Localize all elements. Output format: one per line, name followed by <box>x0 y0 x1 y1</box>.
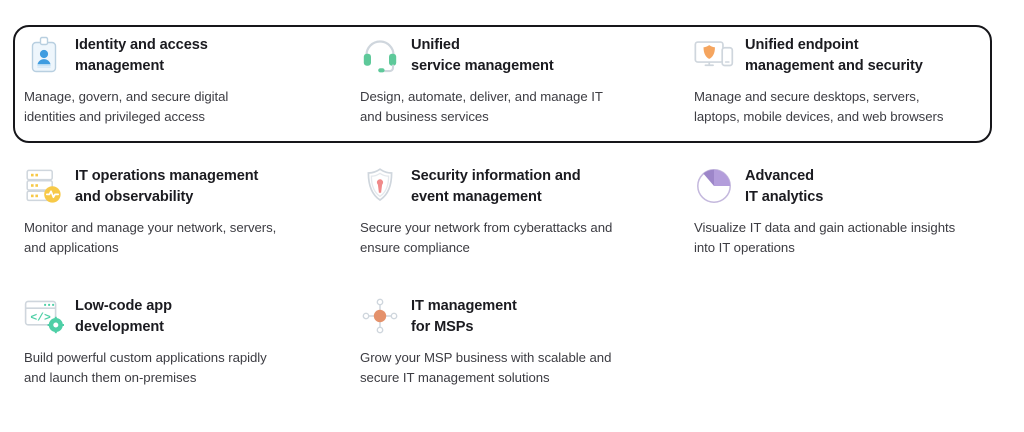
card-unified-endpoint-management-and-security[interactable]: Unified endpoint management and security… <box>682 34 1012 126</box>
svg-text:</>: </> <box>30 313 51 325</box>
card-description: Manage, govern, and secure digital ident… <box>24 89 229 124</box>
card-it-management-for-msps[interactable]: IT management for MSPs Grow your MSP bus… <box>348 295 682 387</box>
network-node-icon <box>360 296 400 336</box>
card-header: Security information and event managemen… <box>360 165 668 207</box>
card-title: Unified service management <box>411 37 554 74</box>
solutions-row-1: Identity and access management Manage, g… <box>0 34 1024 126</box>
card-header: Unified endpoint management and security <box>694 34 998 76</box>
card-security-information-and-event-management[interactable]: Security information and event managemen… <box>348 165 682 257</box>
card-title: Low-code app development <box>75 298 172 335</box>
pie-chart-icon <box>694 166 734 206</box>
card-header: IT operations management and observabili… <box>24 165 334 207</box>
card-title: IT operations management and observabili… <box>75 168 259 205</box>
shield-lock-icon <box>360 166 400 206</box>
card-low-code-app-development[interactable]: </> Low-code app development Build power… <box>12 295 348 387</box>
card-description: Grow your MSP business with scalable and… <box>360 350 612 385</box>
solutions-row-3: </> Low-code app development Build power… <box>0 295 1024 387</box>
card-advanced-it-analytics[interactable]: Advanced IT analytics Visualize IT data … <box>682 165 1012 257</box>
card-description: Secure your network from cyberattacks an… <box>360 220 613 255</box>
id-badge-icon <box>24 35 64 75</box>
headset-icon <box>360 35 400 75</box>
card-description: Monitor and manage your network, servers… <box>24 220 277 255</box>
monitor-shield-icon <box>694 35 734 75</box>
card-header: Identity and access management <box>24 34 334 76</box>
card-title: IT management for MSPs <box>411 298 517 335</box>
card-empty-slot <box>682 295 1012 387</box>
card-description: Visualize IT data and gain actionable in… <box>694 220 956 255</box>
solutions-row-2: IT operations management and observabili… <box>0 165 1024 257</box>
card-identity-and-access-management[interactable]: Identity and access management Manage, g… <box>12 34 348 126</box>
card-description: Build powerful custom applications rapid… <box>24 350 267 385</box>
card-description: Manage and secure desktops, servers, lap… <box>694 89 944 124</box>
card-unified-service-management[interactable]: Unified service management Design, autom… <box>348 34 682 126</box>
card-header: IT management for MSPs <box>360 295 668 337</box>
card-description: Design, automate, deliver, and manage IT… <box>360 89 603 124</box>
card-header: Advanced IT analytics <box>694 165 998 207</box>
code-window-gear-icon: </> <box>24 296 64 336</box>
card-title: Advanced IT analytics <box>745 168 824 205</box>
card-title: Identity and access management <box>75 37 208 74</box>
card-title: Security information and event managemen… <box>411 168 581 205</box>
card-header: </> Low-code app development <box>24 295 334 337</box>
card-it-operations-management-and-observability[interactable]: IT operations management and observabili… <box>12 165 348 257</box>
card-header: Unified service management <box>360 34 668 76</box>
card-title: Unified endpoint management and security <box>745 37 923 74</box>
server-pulse-icon <box>24 166 64 206</box>
